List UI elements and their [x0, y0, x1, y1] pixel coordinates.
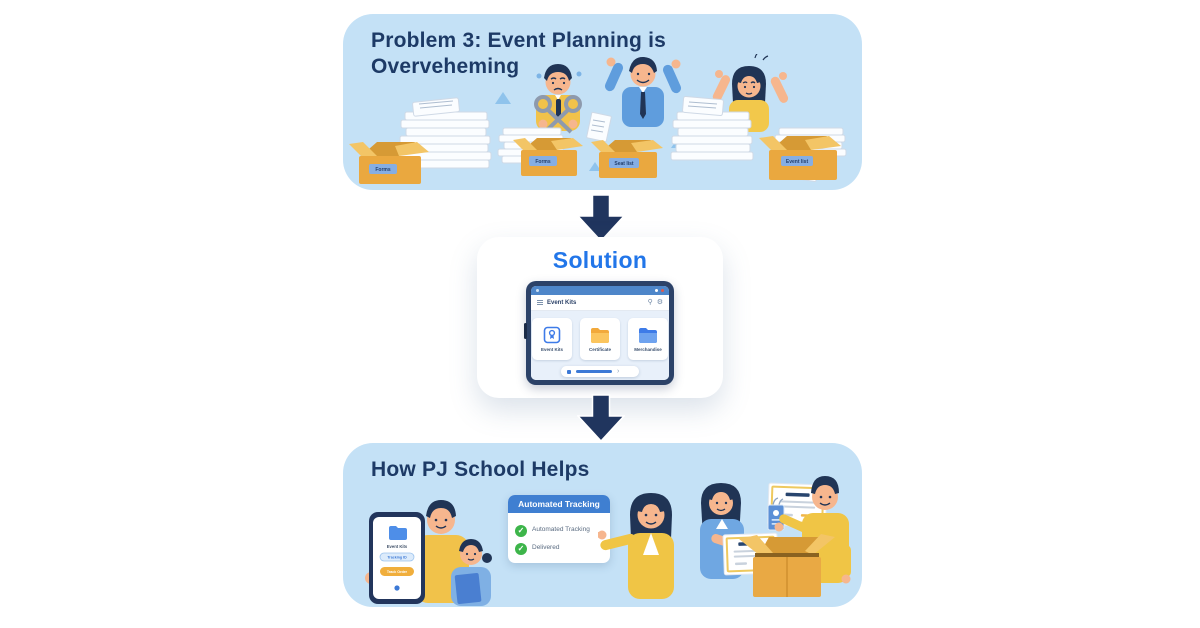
svg-text:Forms: Forms	[535, 159, 551, 165]
stressed-man-illustration	[534, 64, 582, 134]
tablet-status-bar	[531, 286, 669, 295]
check-icon: ✓	[515, 525, 527, 537]
problem-panel: Problem 3: Event Planning is Overvehemin…	[343, 14, 862, 190]
chevron-right-icon: ›	[617, 368, 620, 375]
folder-blue-icon	[639, 327, 657, 343]
status-dot	[661, 289, 664, 292]
phone-mockup: Event Kits Tracking ID Track Order	[365, 512, 425, 604]
svg-text:Event list: Event list	[786, 159, 809, 165]
panicked-man-illustration	[604, 56, 682, 127]
check-icon: ✓	[515, 543, 527, 555]
menu-icon	[537, 300, 543, 305]
status-dot	[536, 289, 539, 292]
home-button	[394, 585, 400, 591]
help-panel: How PJ School Helps	[343, 443, 862, 607]
child-illustration	[451, 539, 492, 606]
svg-text:Forms: Forms	[375, 167, 391, 173]
folder-blue-icon	[389, 526, 407, 540]
down-arrow-icon	[577, 194, 625, 242]
status-dot	[655, 289, 658, 292]
tracking-card: Automated Tracking ✓ Automated Tracking …	[508, 495, 610, 563]
solution-panel: Solution Event Kits ⚲ ⚙	[477, 237, 723, 398]
tablet-mockup: Event Kits ⚲ ⚙ Event Kits	[524, 281, 674, 385]
app-card-merchandise: Merchandise	[628, 318, 668, 360]
help-title: How PJ School Helps	[371, 458, 590, 481]
search-icon: ⚲	[647, 299, 653, 306]
open-box-illustration	[739, 534, 835, 597]
app-card-label: Merchandise	[634, 346, 662, 352]
gear-icon: ⚙	[656, 299, 663, 306]
phone-field-text: Tracking ID	[387, 556, 407, 560]
dock-app-icon	[567, 369, 571, 374]
problem-title: Problem 3: Event Planning is Overvehemin…	[371, 29, 666, 78]
scissors-icon	[534, 95, 582, 134]
progress-bar	[576, 370, 612, 373]
tablet-side-button	[524, 323, 527, 339]
app-card-label: Event Kits	[540, 347, 563, 352]
app-card-event-kits: Event Kits	[532, 318, 572, 360]
paper-line-details	[418, 100, 718, 133]
phone-button-text: Track Order	[387, 570, 408, 574]
tracking-item: ✓ Delivered	[515, 543, 603, 555]
app-card-label: Certificate	[588, 346, 611, 352]
tablet-footer: ›	[531, 366, 669, 380]
tracking-item: ✓ Automated Tracking	[515, 525, 603, 537]
tablet-dock-bar: ›	[561, 366, 639, 377]
tablet-content: Event Kits Certificate	[531, 311, 669, 367]
pointing-woman-illustration	[598, 493, 674, 599]
app-title: Event Kits	[547, 299, 577, 306]
certificates-delivery-illustration	[700, 476, 851, 597]
box-label-chips: Forms Forms Seat list Event list	[369, 156, 813, 174]
stressed-people-paper-piles-illustration: Forms Forms Seat list Event list	[349, 54, 847, 184]
solution-title: Solution	[552, 247, 648, 273]
phone-parent-child-illustration: Event Kits Tracking ID Track Order	[365, 500, 492, 606]
app-card-certificate: Certificate	[580, 318, 620, 360]
kit-badge-icon	[543, 326, 561, 344]
folder-orange-icon	[591, 327, 609, 343]
phone-app-label: Event Kits	[387, 544, 408, 549]
svg-text:Seat list: Seat list	[614, 161, 634, 167]
down-arrow-icon	[577, 394, 625, 442]
tablet-screen: Event Kits ⚲ ⚙ Event Kits	[531, 286, 669, 380]
tablet-app-bar: Event Kits ⚲ ⚙	[531, 295, 669, 311]
tracking-card-header: Automated Tracking	[508, 495, 610, 513]
